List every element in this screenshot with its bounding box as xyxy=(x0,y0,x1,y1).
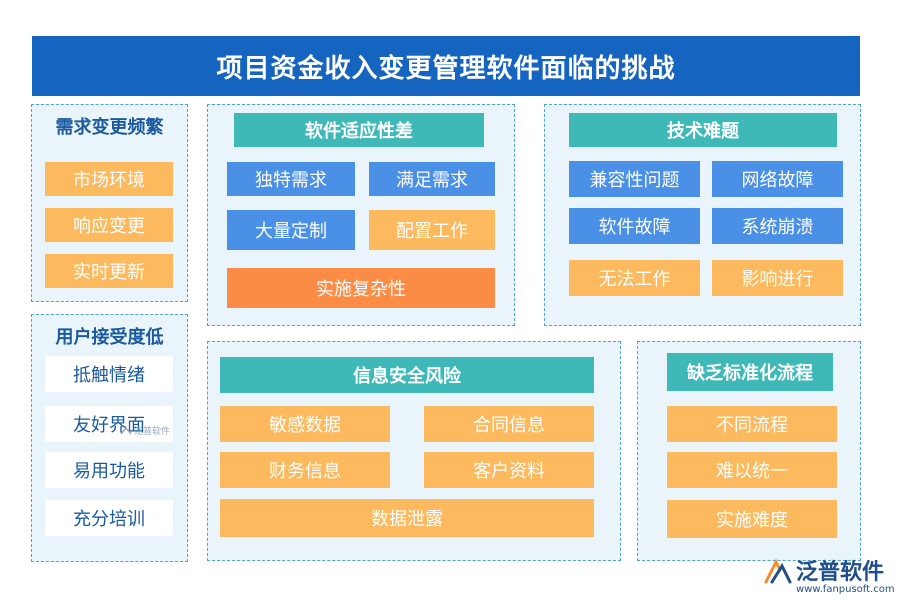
watermark-text: 泛普软件 xyxy=(134,427,171,437)
standard-item-hard-to-unify: 难以统一 xyxy=(667,452,837,488)
tech-item-software-failure: 软件故障 xyxy=(569,208,700,244)
page-title: 项目资金收入变更管理软件面临的挑战 xyxy=(32,36,860,96)
standard-item-different-process: 不同流程 xyxy=(667,406,837,442)
adapt-item-complexity: 实施复杂性 xyxy=(227,268,495,308)
adapt-item-meet-needs: 满足需求 xyxy=(369,162,495,196)
brand-logo-url: www.fanpusoft.com xyxy=(796,584,895,595)
adapt-item-configuration: 配置工作 xyxy=(369,210,495,250)
tech-item-compatibility: 兼容性问题 xyxy=(569,161,700,197)
panel-tech-difficulties-header: 技术难题 xyxy=(569,113,837,147)
security-item-data-leak: 数据泄露 xyxy=(220,499,594,537)
tech-item-cannot-work: 无法工作 xyxy=(569,260,700,296)
tech-item-system-crash: 系统崩溃 xyxy=(712,208,843,244)
security-item-financial-info: 财务信息 xyxy=(220,452,390,488)
panel-standardization-header: 缺乏标准化流程 xyxy=(667,353,833,391)
panel-software-adaptability-header: 软件适应性差 xyxy=(234,113,484,147)
acceptance-item-resistance: 抵触情绪 xyxy=(45,356,173,392)
security-item-sensitive-data: 敏感数据 xyxy=(220,406,390,442)
security-item-customer-data: 客户资料 xyxy=(424,452,594,488)
panel-demand-change-header: 需求变更频繁 xyxy=(55,117,164,138)
demand-item-realtime: 实时更新 xyxy=(45,254,173,288)
adapt-item-customization: 大量定制 xyxy=(227,210,355,250)
demand-item-market: 市场环境 xyxy=(45,162,173,196)
acceptance-item-usable: 易用功能 xyxy=(45,452,173,488)
demand-item-respond: 响应变更 xyxy=(45,208,173,242)
watermark-logo-icon xyxy=(120,426,132,434)
acceptance-item-friendly-ui: 友好界面 xyxy=(45,406,173,442)
brand-logo-name: 泛普软件 xyxy=(796,560,885,585)
adapt-item-unique-needs: 独特需求 xyxy=(227,162,355,196)
tech-item-affect-progress: 影响进行 xyxy=(712,260,843,296)
acceptance-item-training: 充分培训 xyxy=(45,500,173,536)
panel-info-security-header: 信息安全风险 xyxy=(220,357,594,393)
brand-logo-icon xyxy=(764,558,792,584)
watermark: 泛普软件 xyxy=(120,424,170,437)
brand-logo: 泛普软件 www.fanpusoft.com xyxy=(762,554,895,598)
tech-item-network-failure: 网络故障 xyxy=(712,161,843,197)
security-item-contract-info: 合同信息 xyxy=(424,406,594,442)
panel-user-acceptance-header: 用户接受度低 xyxy=(55,327,164,348)
standard-item-implementation-difficulty: 实施难度 xyxy=(667,500,837,538)
